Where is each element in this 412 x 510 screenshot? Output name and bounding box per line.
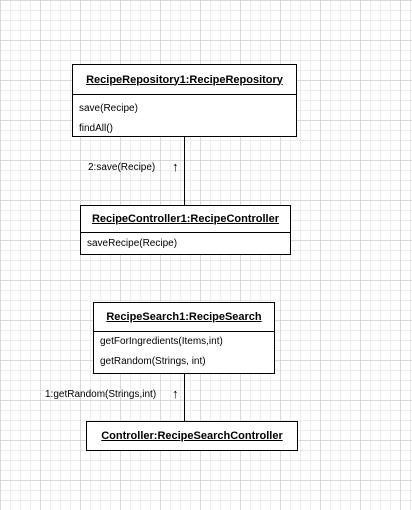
link-searchcontroller-to-recipesearch [184, 373, 185, 423]
operation-item: saveRecipe(Recipe) [87, 238, 178, 249]
link-controller-to-repository [184, 136, 185, 206]
object-operations: save(Recipe) findAll() [73, 94, 296, 139]
message-arrow-up-icon: ↑ [172, 159, 179, 174]
object-recipe-controller[interactable]: RecipeController1:RecipeController saveR… [80, 205, 291, 255]
object-title: Controller:RecipeSearchController [87, 422, 297, 450]
object-operations: getForIngredients(Items,int) getRandom(S… [94, 331, 274, 372]
object-search-controller[interactable]: Controller:RecipeSearchController [86, 421, 298, 451]
operation-item: save(Recipe) [79, 103, 138, 114]
operation-item: getForIngredients(Items,int) [100, 336, 223, 347]
message-arrow-up-icon: ↑ [172, 386, 179, 401]
object-title-text: RecipeController1:RecipeController [91, 213, 280, 225]
object-title: RecipeRepository1:RecipeRepository [73, 65, 296, 94]
object-operations: saveRecipe(Recipe) [81, 232, 290, 254]
object-title: RecipeController1:RecipeController [81, 206, 290, 232]
object-title: RecipeSearch1:RecipeSearch [94, 303, 274, 331]
object-title-text: Controller:RecipeSearchController [101, 430, 283, 442]
object-recipe-repository[interactable]: RecipeRepository1:RecipeRepository save(… [72, 64, 297, 137]
operation-item: findAll() [79, 123, 113, 134]
message-label-getrandom: 1:getRandom(Strings,int) [45, 389, 157, 400]
object-title-text: RecipeSearch1:RecipeSearch [106, 311, 262, 323]
operation-item: getRandom(Strings, int) [100, 356, 206, 367]
message-label-save: 2:save(Recipe) [88, 162, 156, 173]
object-title-text: RecipeRepository1:RecipeRepository [86, 73, 283, 86]
object-recipe-search[interactable]: RecipeSearch1:RecipeSearch getForIngredi… [93, 302, 275, 374]
